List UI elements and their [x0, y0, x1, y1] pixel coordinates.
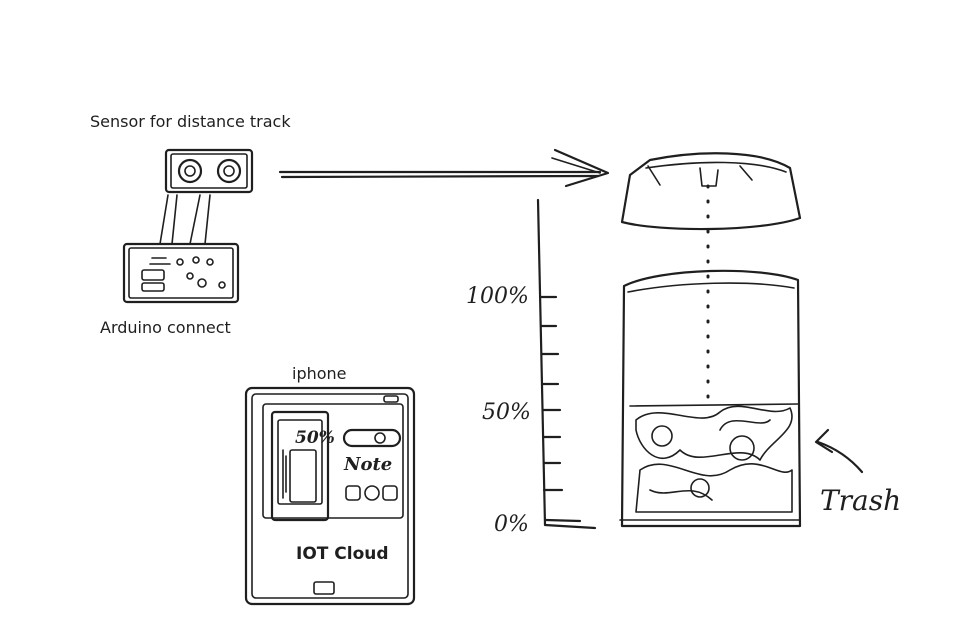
- scale-100-label: 100%: [466, 284, 529, 309]
- sensor-icon: [159, 148, 254, 245]
- trash-label: Trash: [820, 484, 902, 517]
- iot-cloud-label: IOT Cloud: [296, 544, 389, 564]
- arduino-label: Arduino connect: [100, 318, 231, 337]
- iphone-icon: [244, 386, 416, 606]
- iphone-label: iphone: [292, 364, 347, 383]
- arrow-left-icon: [814, 428, 864, 474]
- scale-50-label: 50%: [482, 400, 531, 425]
- sensor-label: Sensor for distance track: [90, 112, 291, 131]
- scale-0-label: 0%: [494, 512, 529, 537]
- phone-percent-label: 50%: [295, 428, 335, 448]
- level-scale-icon: [536, 198, 597, 530]
- phone-notes-label: Note: [344, 454, 393, 475]
- arduino-board-icon: [122, 242, 240, 304]
- trash-bin-icon: [619, 152, 802, 528]
- arrow-right-icon: [278, 148, 610, 188]
